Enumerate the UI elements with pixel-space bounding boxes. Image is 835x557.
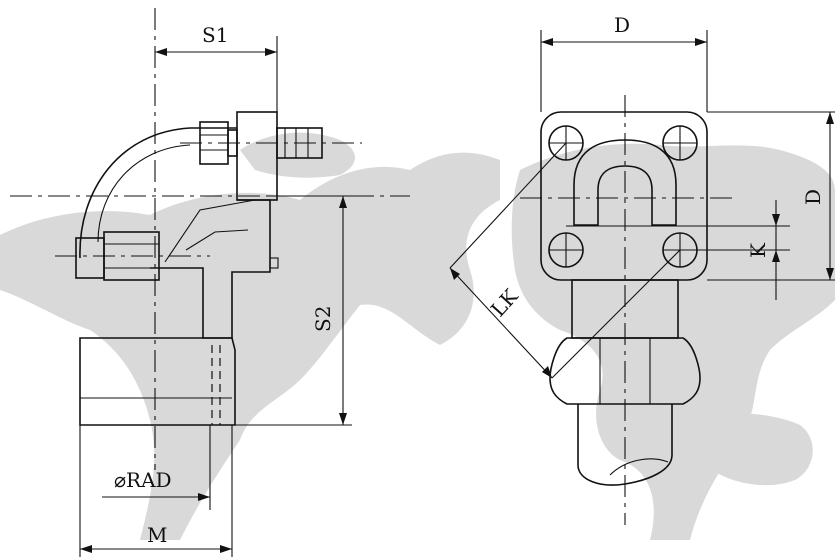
dimension-d-side: D	[707, 111, 835, 281]
dimension-k: K	[566, 200, 790, 300]
dimension-label-m: M	[147, 523, 167, 547]
pipe	[577, 404, 673, 486]
top-stub	[276, 127, 323, 159]
side-view: S1 S2 ⌀RAD M	[10, 8, 410, 557]
dimension-m: M	[79, 425, 233, 557]
dimension-label-s2: S2	[311, 306, 335, 332]
side-bolt-body	[103, 231, 160, 281]
dimension-d-top: D	[540, 13, 708, 112]
threaded-spigot	[79, 337, 236, 426]
dimension-label-d-top: D	[614, 13, 630, 37]
hex-nut	[549, 337, 701, 405]
bolt-hole-bottom-left	[548, 232, 584, 268]
bolt-hole-top-right	[662, 125, 698, 161]
elbow-outer-arc	[79, 127, 191, 259]
world-map-watermark	[0, 132, 835, 540]
internal-bore	[164, 199, 256, 263]
dimension-label-rad: ⌀RAD	[114, 468, 172, 492]
port-outline	[573, 139, 677, 226]
dimension-rad: ⌀RAD	[102, 425, 211, 510]
dimension-s1: S1	[155, 23, 278, 112]
elbow-body	[150, 127, 271, 339]
dimension-label-d-side: D	[801, 189, 825, 205]
dimension-label-s1: S1	[202, 23, 228, 47]
dimension-label-lk: LK	[486, 284, 523, 322]
elbow-inner-arc	[97, 144, 191, 243]
dimension-label-k: K	[746, 242, 770, 258]
top-bolt-shank	[227, 129, 238, 157]
dimension-s2: S2	[235, 195, 352, 426]
